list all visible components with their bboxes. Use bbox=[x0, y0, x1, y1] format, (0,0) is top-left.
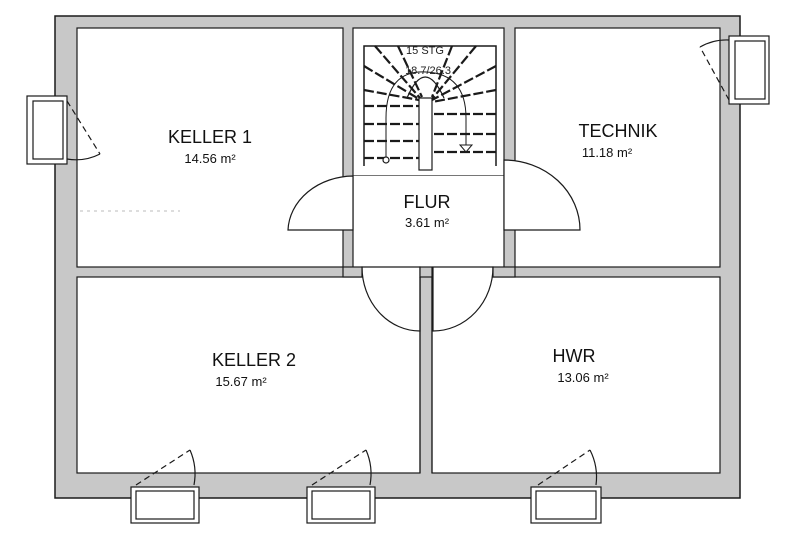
room-label-keller2: KELLER 2 bbox=[211, 350, 297, 370]
stair-core bbox=[418, 97, 433, 171]
window-technik-frame bbox=[734, 40, 766, 100]
stair-tread bbox=[430, 45, 454, 98]
room-flur[interactable] bbox=[353, 176, 504, 277]
stair-arrow bbox=[458, 144, 474, 153]
stair-tread bbox=[397, 45, 423, 98]
room-label-hwr: HWR bbox=[552, 346, 596, 366]
room-label-keller1: KELLER 1 bbox=[167, 127, 253, 147]
door-hwr[interactable] bbox=[432, 266, 494, 332]
window-swing bbox=[189, 449, 196, 486]
window-swing bbox=[66, 100, 101, 155]
window-swing bbox=[537, 449, 591, 486]
stair-tread bbox=[431, 65, 497, 101]
stair-tread bbox=[431, 45, 477, 100]
window-swing bbox=[699, 39, 730, 48]
stair-tread bbox=[363, 65, 420, 100]
door-keller2[interactable] bbox=[361, 266, 421, 332]
stair-arc bbox=[406, 76, 445, 99]
stair-start-dot bbox=[382, 156, 390, 164]
window-swing bbox=[365, 449, 372, 486]
door-technik[interactable] bbox=[503, 159, 581, 231]
stair-tread bbox=[374, 45, 421, 99]
room-keller2[interactable] bbox=[76, 276, 421, 474]
window-swing bbox=[589, 449, 598, 486]
window-keller2-b-frame bbox=[311, 490, 371, 520]
room-label-flur: FLUR bbox=[403, 192, 451, 212]
window-keller1-frame bbox=[32, 100, 64, 160]
wall-stub-right bbox=[492, 266, 516, 278]
wall-stub-left bbox=[342, 266, 363, 278]
window-swing bbox=[699, 46, 730, 101]
stair-steps-label: 15 STG bbox=[406, 45, 444, 57]
room-area-flur: 3.61 m² bbox=[404, 215, 450, 230]
staircase bbox=[363, 45, 497, 171]
window-swing bbox=[311, 449, 367, 486]
room-area-hwr: 13.06 m² bbox=[557, 370, 609, 385]
stair-tread bbox=[363, 88, 420, 102]
room-area-technik: 11.18 m² bbox=[581, 145, 633, 160]
room-area-keller2: 15.67 m² bbox=[215, 374, 267, 389]
window-keller2-a-frame bbox=[135, 490, 195, 520]
stair-walkline bbox=[385, 71, 467, 160]
door-keller1[interactable] bbox=[287, 175, 354, 231]
stair-ratio-label: 18.7/26.3 bbox=[405, 65, 451, 77]
windows bbox=[26, 35, 770, 524]
room-area-keller1: 14.56 m² bbox=[184, 151, 236, 166]
wall-stub-center bbox=[419, 266, 433, 278]
flur-doors bbox=[287, 159, 581, 473]
window-swing bbox=[135, 449, 191, 486]
room-hwr[interactable] bbox=[431, 276, 721, 474]
window-swing bbox=[66, 153, 101, 161]
room-label-technik: TECHNIK bbox=[578, 121, 658, 141]
window-hwr-frame bbox=[535, 490, 597, 520]
stair-tread bbox=[431, 88, 497, 104]
